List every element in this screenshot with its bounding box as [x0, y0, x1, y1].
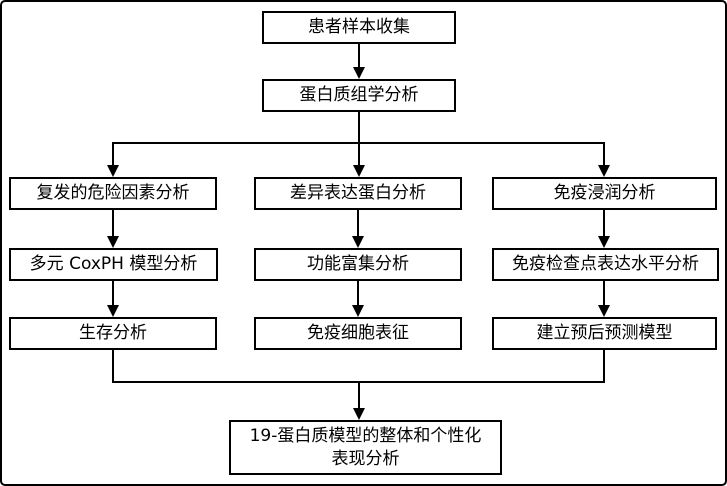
node-multivariate-coxph-model-analysis: 多元 CoxPH 模型分析: [9, 248, 218, 281]
node-immune-cell-characterization: 免疫细胞表征: [254, 317, 462, 350]
node-label: 差异表达蛋白分析: [290, 183, 426, 203]
node-survival-analysis: 生存分析: [9, 317, 217, 350]
node-label: 免疫检查点表达水平分析: [512, 254, 699, 274]
node-recurrence-risk-factor-analysis: 复发的危险因素分析: [9, 177, 217, 210]
node-functional-enrichment-analysis: 功能富集分析: [254, 248, 462, 281]
node-label: 复发的危险因素分析: [36, 183, 190, 203]
node-label: 患者样本收集: [308, 17, 410, 37]
node-label-line1: 19-蛋白质模型的整体和个性化: [249, 425, 482, 446]
node-patient-sample-collection: 患者样本收集: [262, 11, 456, 44]
node-model-performance-analysis: 19-蛋白质模型的整体和个性化 表现分析: [229, 420, 502, 475]
node-label: 多元 CoxPH 模型分析: [29, 254, 198, 274]
node-label: 生存分析: [79, 323, 147, 343]
node-proteomics-analysis: 蛋白质组学分析: [262, 79, 456, 112]
node-prognosis-prediction-model: 建立预后预测模型: [492, 317, 717, 350]
node-differential-protein-analysis: 差异表达蛋白分析: [254, 177, 462, 210]
node-label: 建立预后预测模型: [536, 323, 673, 343]
node-label-line2: 表现分析: [331, 448, 400, 469]
node-label: 蛋白质组学分析: [299, 85, 419, 105]
node-immune-infiltration-analysis: 免疫浸润分析: [492, 177, 717, 210]
node-label: 免疫细胞表征: [307, 323, 409, 343]
node-immune-checkpoint-expression-analysis: 免疫检查点表达水平分析: [492, 248, 719, 281]
node-label: 功能富集分析: [307, 254, 409, 274]
node-label: 免疫浸润分析: [553, 183, 656, 203]
